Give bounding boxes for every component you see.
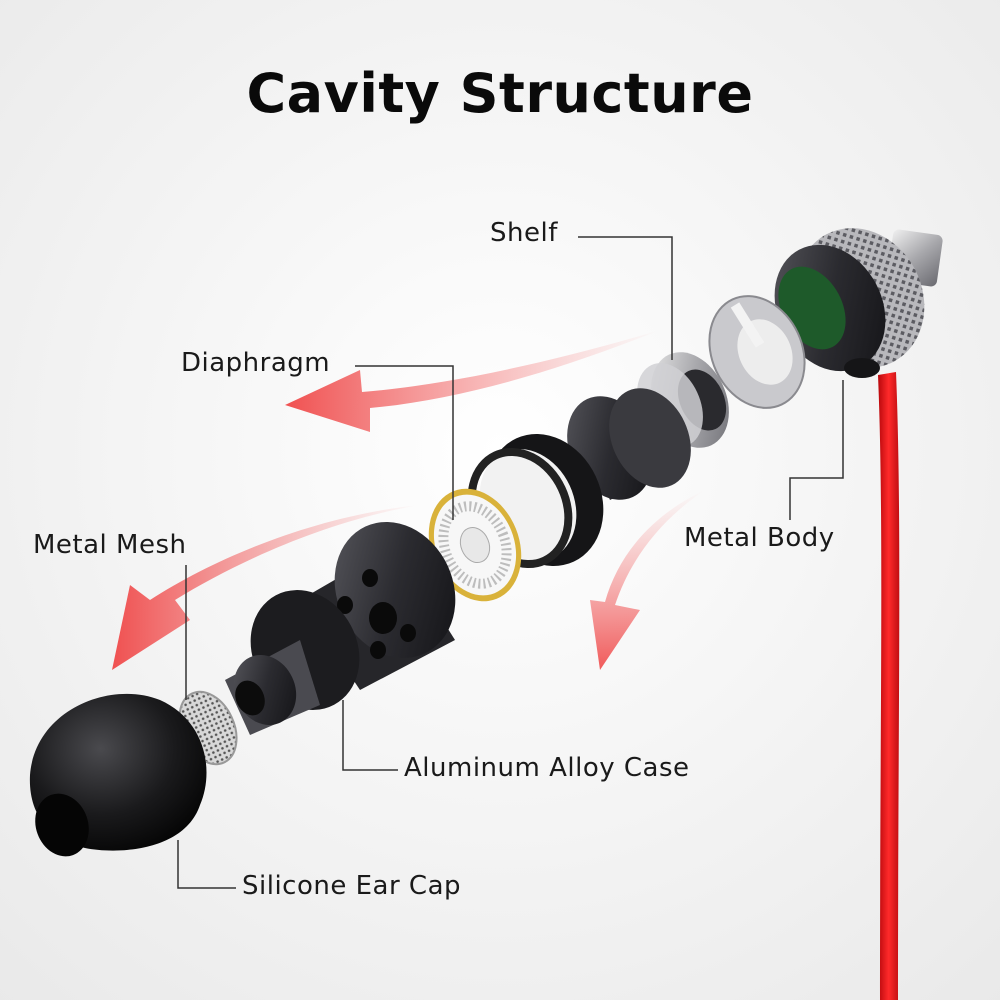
label-metal-body: Metal Body bbox=[684, 523, 835, 553]
red-cable bbox=[878, 372, 900, 1000]
aluminum-alloy-case bbox=[225, 521, 456, 735]
split-washer bbox=[708, 295, 806, 409]
airflow-arrow-upper bbox=[285, 330, 660, 432]
label-silicone-ear-cap: Silicone Ear Cap bbox=[242, 871, 462, 901]
label-metal-mesh: Metal Mesh bbox=[33, 530, 187, 560]
label-aluminum-alloy-case: Aluminum Alloy Case bbox=[404, 753, 690, 783]
metal-body bbox=[774, 228, 943, 378]
airflow-arrow-lower bbox=[590, 490, 705, 670]
airflow-arrows bbox=[112, 330, 705, 670]
silicone-ear-cap bbox=[29, 693, 207, 857]
callout-lines bbox=[177, 236, 844, 889]
leader-metal-body bbox=[789, 380, 844, 520]
page-title: Cavity Structure bbox=[246, 62, 754, 125]
leader-shelf bbox=[578, 236, 673, 360]
label-shelf: Shelf bbox=[490, 218, 558, 248]
diaphragm bbox=[428, 488, 522, 602]
leader-ear-cap bbox=[177, 840, 236, 889]
magnet bbox=[567, 388, 691, 500]
leader-diaphragm bbox=[355, 365, 454, 520]
leader-aluminum-case bbox=[342, 700, 398, 771]
airflow-arrow-middle bbox=[112, 505, 420, 670]
label-diaphragm: Diaphragm bbox=[181, 348, 331, 378]
